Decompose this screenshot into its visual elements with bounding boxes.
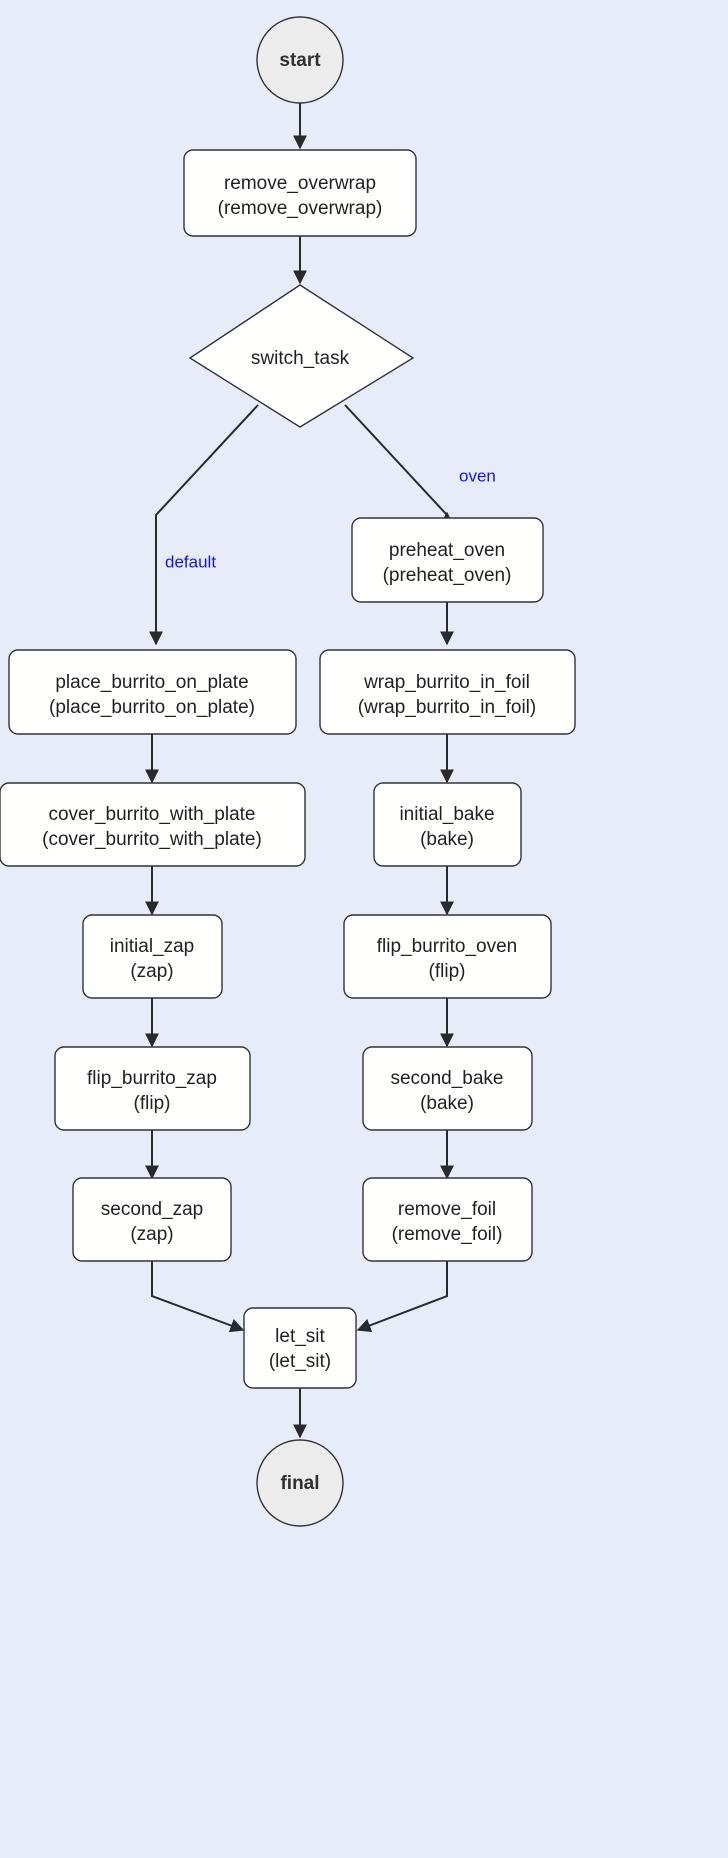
node-switch-task-label: switch_task: [251, 348, 350, 369]
node-place-burrito-on-plate[interactable]: [8, 649, 297, 735]
node-second-bake-line2: (bake): [420, 1093, 474, 1114]
node-initial-bake[interactable]: [373, 782, 522, 867]
edge-switch-task-default: [149, 404, 259, 646]
node-preheat-oven-line2: (preheat_oven): [383, 565, 512, 586]
node-remove-foil-line2: (remove_foil): [392, 1224, 503, 1245]
node-let-sit-line1: let_sit: [275, 1326, 325, 1347]
node-place-burrito-on-plate-line1: place_burrito_on_plate: [55, 672, 248, 693]
node-wrap-burrito-in-foil[interactable]: [319, 649, 576, 735]
node-flip-burrito-oven[interactable]: [343, 914, 552, 999]
edge-second-zap-to-let-sit: [151, 1260, 245, 1333]
node-remove-foil[interactable]: [362, 1177, 533, 1262]
node-cover-burrito-with-plate-line2: (cover_burrito_with_plate): [42, 829, 262, 850]
edge-label-oven: oven: [459, 466, 496, 485]
node-flip-burrito-zap[interactable]: [54, 1046, 251, 1131]
node-wrap-burrito-in-foil-line2: (wrap_burrito_in_foil): [358, 697, 536, 718]
node-cover-burrito-with-plate-line1: cover_burrito_with_plate: [48, 804, 255, 825]
node-initial-bake-line1: initial_bake: [399, 804, 494, 825]
node-final-label: final: [280, 1473, 319, 1494]
edge-label-default: default: [165, 552, 216, 571]
node-initial-bake-line2: (bake): [420, 829, 474, 850]
node-preheat-oven-line1: preheat_oven: [389, 540, 505, 561]
node-second-bake[interactable]: [362, 1046, 533, 1131]
node-wrap-burrito-in-foil-line1: wrap_burrito_in_foil: [363, 672, 530, 693]
node-second-bake-line1: second_bake: [390, 1068, 503, 1089]
node-start-label: start: [279, 50, 321, 71]
node-place-burrito-on-plate-line2: (place_burrito_on_plate): [49, 697, 255, 718]
node-remove-foil-line1: remove_foil: [398, 1199, 496, 1220]
node-second-zap[interactable]: [72, 1177, 232, 1262]
node-final[interactable]: [256, 1439, 344, 1527]
edge-switch-task-oven: [344, 404, 454, 526]
node-cover-burrito-with-plate[interactable]: [0, 782, 306, 867]
node-remove-overwrap-line2: (remove_overwrap): [218, 198, 383, 219]
node-second-zap-line1: second_zap: [101, 1199, 203, 1220]
node-initial-zap-line2: (zap): [130, 961, 173, 982]
node-flip-burrito-oven-line1: flip_burrito_oven: [377, 936, 517, 957]
node-remove-overwrap[interactable]: [183, 149, 417, 237]
edge-remove-foil-to-let-sit: [356, 1260, 448, 1333]
node-flip-burrito-oven-line2: (flip): [429, 961, 466, 982]
node-initial-zap[interactable]: [82, 914, 223, 999]
node-switch-task[interactable]: [188, 284, 415, 428]
node-flip-burrito-zap-line2: (flip): [134, 1093, 171, 1114]
node-initial-zap-line1: initial_zap: [110, 936, 195, 957]
node-flip-burrito-zap-line1: flip_burrito_zap: [87, 1068, 217, 1089]
node-let-sit-line2: (let_sit): [269, 1351, 331, 1372]
node-let-sit[interactable]: [243, 1307, 357, 1389]
node-preheat-oven[interactable]: [351, 517, 544, 603]
node-start[interactable]: [256, 16, 344, 104]
node-remove-overwrap-line1: remove_overwrap: [224, 173, 376, 194]
node-second-zap-line2: (zap): [130, 1224, 173, 1245]
